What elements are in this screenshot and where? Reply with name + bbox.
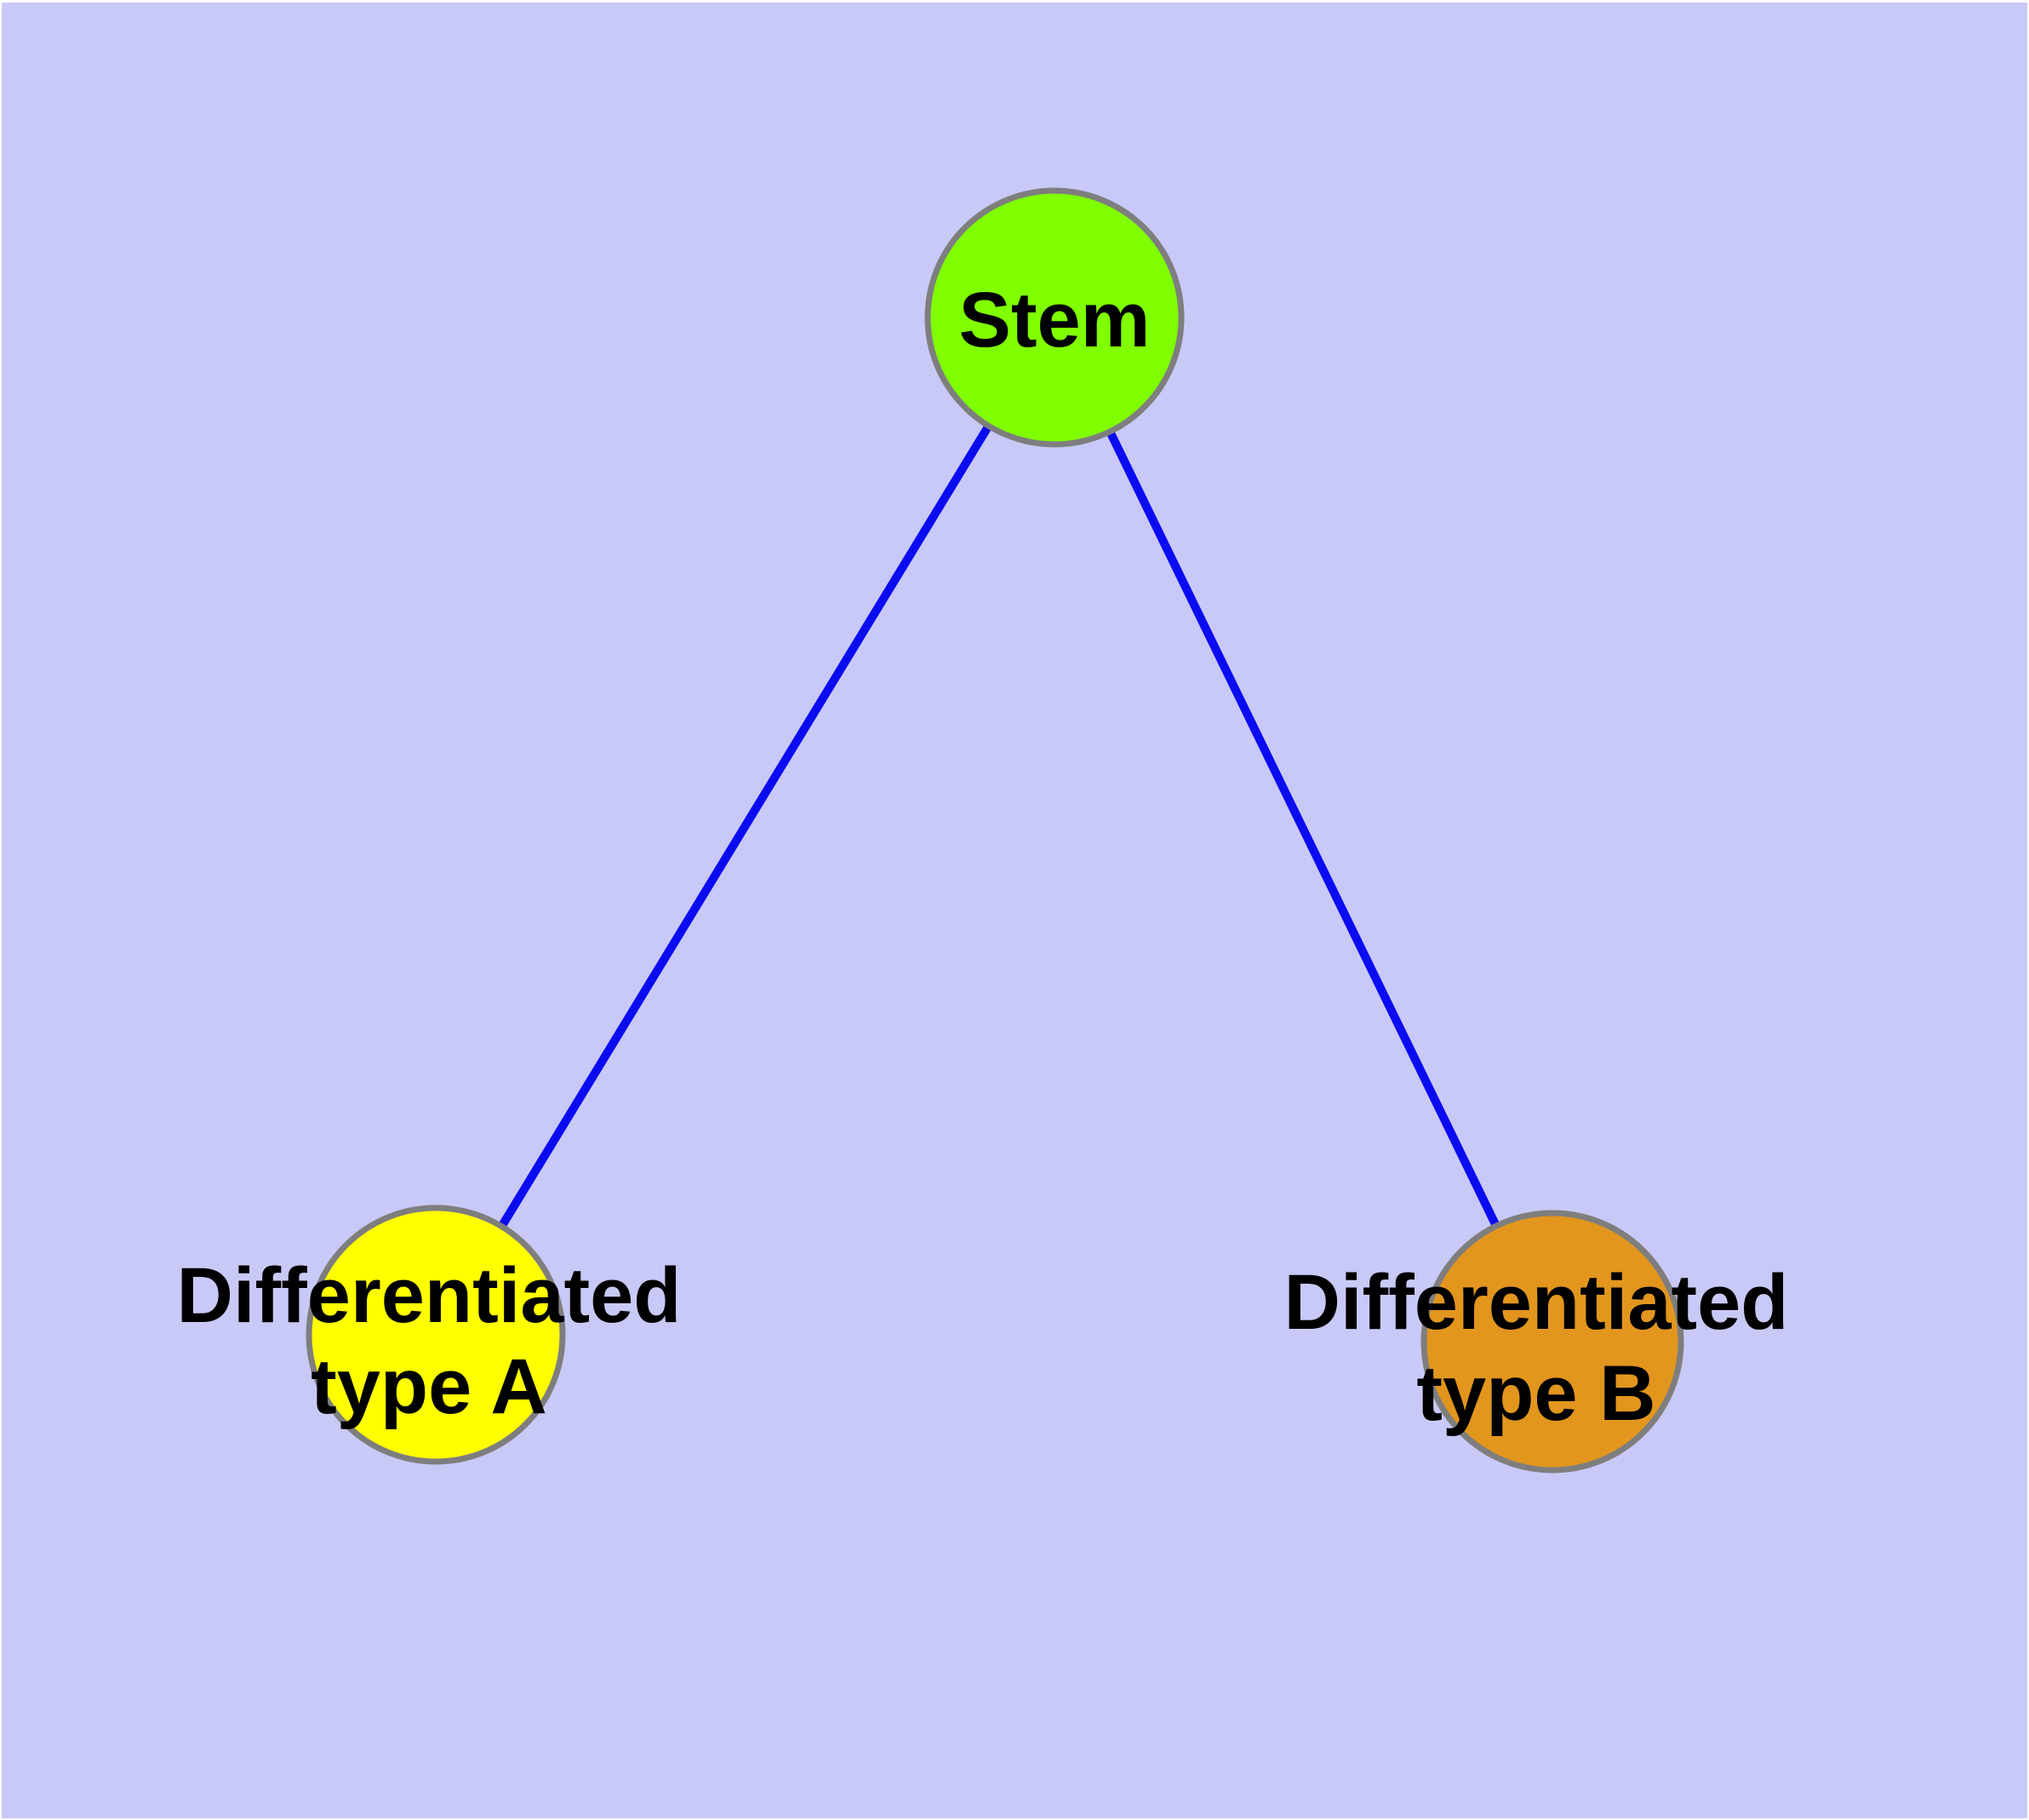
edges-layer: [432, 315, 1557, 1344]
node-label-line: Stem: [959, 277, 1151, 363]
node-circle-typeB[interactable]: [1420, 1210, 1684, 1474]
node-label-line: type A: [311, 1343, 547, 1430]
node-stem[interactable]: Stem: [924, 187, 1185, 448]
node-label-line: Differentiated: [1284, 1259, 1789, 1346]
edge-stem-typeA: [432, 315, 1059, 1337]
edge-stem-typeB: [1050, 315, 1557, 1344]
node-label-line: Differentiated: [177, 1252, 682, 1339]
node-label-line: type B: [1416, 1350, 1655, 1437]
node-circle-stem[interactable]: [924, 187, 1185, 448]
node-label-stem: Stem: [959, 277, 1151, 363]
node-circle-typeA[interactable]: [306, 1205, 566, 1465]
